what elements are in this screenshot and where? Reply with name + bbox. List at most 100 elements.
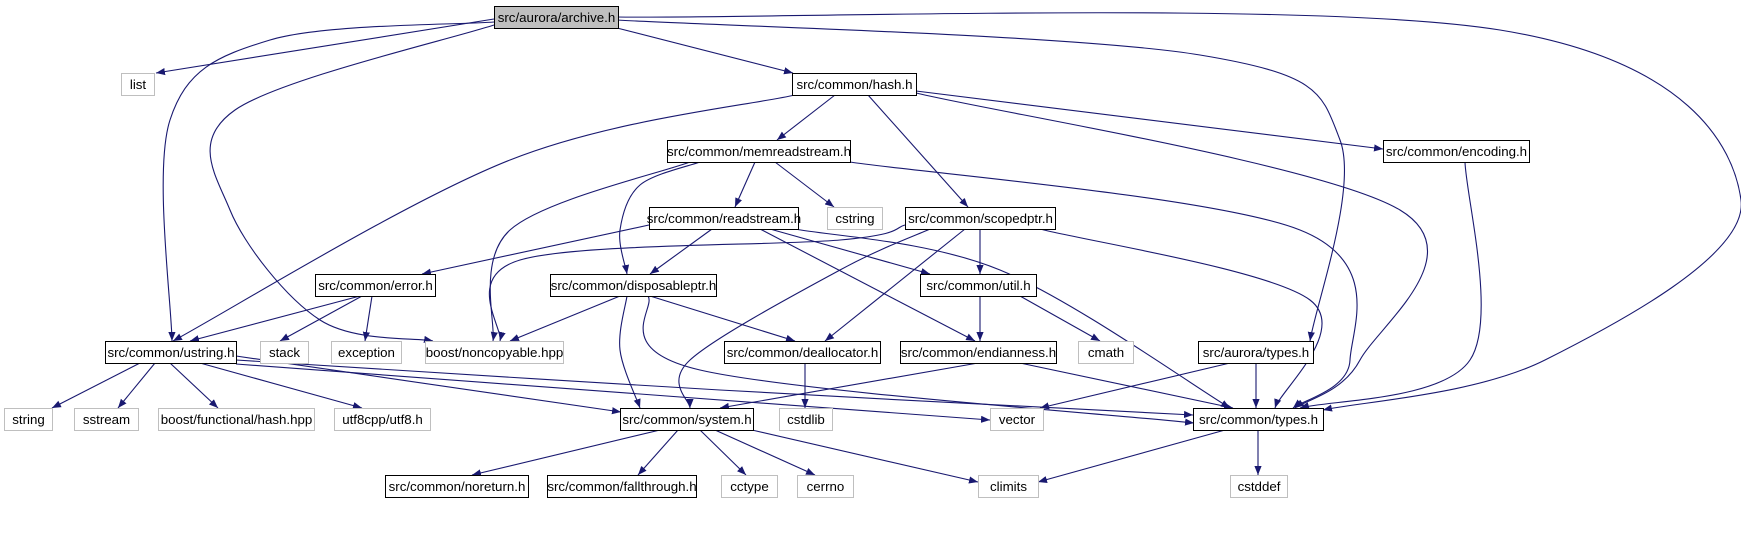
- node-string: string: [4, 408, 53, 431]
- node-label-readstream: src/common/readstream.h: [647, 211, 801, 226]
- edge-system-to-noreturn: [471, 429, 661, 477]
- edge-commontypes-to-climits: [1037, 429, 1226, 484]
- node-box-hash: [792, 73, 917, 96]
- node-label-noncopyable: boost/noncopyable.hpp: [426, 345, 564, 360]
- node-utf8: utf8cpp/utf8.h: [334, 408, 431, 431]
- edge-auroratypes-to-vector: [1039, 362, 1231, 410]
- edge-archive-to-list: [155, 18, 495, 76]
- node-hash[interactable]: src/common/hash.h: [792, 73, 917, 96]
- edge-endianness-to-system: [719, 362, 979, 411]
- node-stack: stack: [260, 341, 309, 364]
- edge-scopedptr-to-system: [678, 228, 931, 409]
- edge-ustring-to-system: [235, 355, 622, 415]
- node-list: list: [121, 73, 155, 96]
- node-util[interactable]: src/common/util.h: [920, 274, 1037, 297]
- node-box-cerrno: [797, 475, 854, 498]
- node-disposableptr[interactable]: src/common/disposableptr.h: [550, 274, 717, 297]
- node-deallocator[interactable]: src/common/deallocator.h: [724, 341, 881, 364]
- node-endianness[interactable]: src/common/endianness.h: [900, 341, 1057, 364]
- edge-system-to-cctype: [699, 429, 747, 476]
- edge-memreadstream-to-disposableptr: [619, 161, 701, 275]
- node-scopedptr[interactable]: src/common/scopedptr.h: [905, 207, 1056, 230]
- edge-error-to-ustring: [189, 295, 361, 343]
- node-label-list: list: [130, 77, 147, 92]
- node-label-cstddef: cstddef: [1238, 479, 1281, 494]
- node-sstream: sstream: [74, 408, 139, 431]
- node-label-exception: exception: [338, 345, 395, 360]
- node-ustring[interactable]: src/common/ustring.h: [105, 341, 237, 364]
- edge-hash-to-scopedptr: [867, 94, 969, 208]
- node-box-sstream: [74, 408, 139, 431]
- node-climits: climits: [978, 475, 1039, 498]
- edge-readstream-to-disposableptr: [649, 228, 713, 275]
- node-commontypes[interactable]: src/common/types.h: [1193, 408, 1324, 431]
- edge-disposableptr-to-commontypes: [642, 295, 1195, 426]
- node-box-string: [4, 408, 53, 431]
- edge-readstream-to-endianness: [759, 228, 976, 342]
- node-box-cstddef: [1230, 475, 1288, 498]
- edge-error-to-stack: [279, 295, 363, 342]
- node-encoding[interactable]: src/common/encoding.h: [1383, 140, 1530, 163]
- node-box-cstring: [827, 207, 883, 230]
- edge-archive-to-commontypes: [616, 12, 1741, 412]
- edge-ustring-to-string: [51, 362, 141, 409]
- node-box-archive: [494, 6, 619, 29]
- node-cmath: cmath: [1078, 341, 1134, 364]
- edge-readstream-to-util: [769, 228, 931, 276]
- node-box-cmath: [1078, 341, 1134, 364]
- edge-ustring-to-vector: [235, 363, 991, 423]
- node-box-commontypes: [1193, 408, 1324, 431]
- edge-hash-to-memreadstream: [776, 94, 836, 141]
- edge-endianness-to-commontypes: [1019, 362, 1234, 410]
- node-archive[interactable]: src/aurora/archive.h: [494, 6, 619, 29]
- edge-memreadstream-to-readstream: [734, 161, 756, 208]
- node-box-readstream: [649, 207, 799, 230]
- node-box-noncopyable: [425, 341, 564, 364]
- edges-layer: [51, 12, 1741, 484]
- node-label-deallocator: src/common/deallocator.h: [727, 345, 879, 360]
- node-box-climits: [978, 475, 1039, 498]
- nodes-layer: src/aurora/archive.h list src/common/hash.…: [4, 6, 1530, 498]
- node-box-memreadstream: [667, 140, 851, 163]
- node-readstream[interactable]: src/common/readstream.h: [647, 207, 801, 230]
- node-label-memreadstream: src/common/memreadstream.h: [667, 144, 851, 159]
- node-cstddef: cstddef: [1230, 475, 1288, 498]
- node-label-endianness: src/common/endianness.h: [901, 345, 1056, 360]
- node-box-endianness: [900, 341, 1057, 364]
- node-label-cerrno: cerrno: [807, 479, 845, 494]
- node-label-error: src/common/error.h: [318, 278, 433, 293]
- node-error[interactable]: src/common/error.h: [315, 274, 436, 297]
- node-cstdlib: cstdlib: [779, 408, 833, 431]
- edge-memreadstream-to-cstring: [774, 161, 835, 208]
- edge-ustring-to-sstream: [117, 362, 156, 409]
- edge-scopedptr-to-noncopyable: [488, 224, 906, 342]
- node-label-disposableptr: src/common/disposableptr.h: [551, 278, 717, 293]
- node-box-util: [920, 274, 1037, 297]
- edge-system-to-fallthrough: [637, 429, 679, 476]
- edge-memreadstream-to-noncopyable: [489, 161, 691, 342]
- node-fallthrough[interactable]: src/common/fallthrough.h: [547, 475, 697, 498]
- node-box-error: [315, 274, 436, 297]
- node-label-cctype: cctype: [730, 479, 768, 494]
- node-system[interactable]: src/common/system.h: [620, 408, 754, 431]
- node-label-cstring: cstring: [835, 211, 874, 226]
- node-box-cctype: [721, 475, 778, 498]
- edge-archive-to-ustring: [162, 21, 495, 342]
- edge-scopedptr-to-deallocator: [824, 228, 966, 342]
- node-cstring: cstring: [827, 207, 883, 230]
- edge-disposableptr-to-noncopyable: [509, 295, 621, 342]
- node-label-fallthrough: src/common/fallthrough.h: [547, 479, 696, 494]
- node-boosthash: boost/functional/hash.hpp: [158, 408, 315, 431]
- edge-archive-to-hash: [616, 27, 794, 75]
- node-label-boosthash: boost/functional/hash.hpp: [161, 412, 313, 427]
- node-label-vector: vector: [999, 412, 1036, 427]
- node-noreturn[interactable]: src/common/noreturn.h: [385, 475, 529, 498]
- node-auroratypes[interactable]: src/aurora/types.h: [1198, 341, 1314, 364]
- node-memreadstream[interactable]: src/common/memreadstream.h: [667, 140, 851, 163]
- node-vector: vector: [990, 408, 1044, 431]
- node-label-stack: stack: [269, 345, 300, 360]
- node-box-exception: [331, 341, 402, 364]
- node-label-cstdlib: cstdlib: [787, 412, 825, 427]
- node-label-utf8: utf8cpp/utf8.h: [342, 412, 423, 427]
- edge-readstream-to-commontypes: [794, 228, 1231, 409]
